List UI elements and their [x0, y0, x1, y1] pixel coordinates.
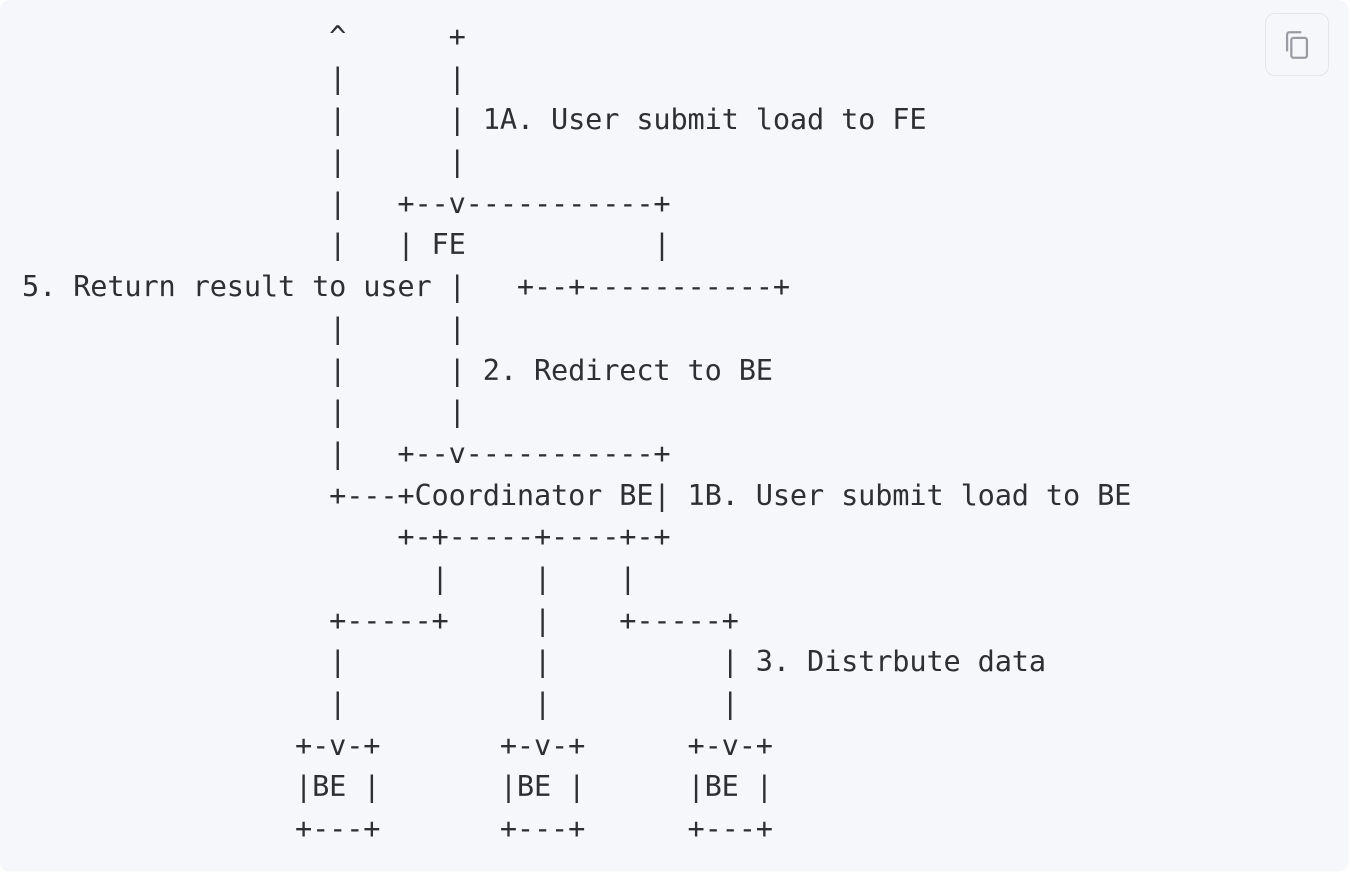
code-line: +-----+ | +-----+	[22, 602, 739, 637]
code-line: | +--v-----------+	[22, 435, 671, 470]
code-line: +-v-+ +-v-+ +-v-+	[22, 727, 773, 762]
code-line: | | |	[22, 560, 637, 595]
copy-icon	[1280, 28, 1314, 62]
code-line: 5. Return result to user | +--+---------…	[22, 269, 790, 304]
code-line: | | |	[22, 686, 739, 720]
copy-button[interactable]	[1265, 13, 1329, 76]
code-line: |BE | |BE | |BE |	[22, 769, 773, 804]
code-line: | | FE |	[22, 227, 671, 262]
code-line: +-+-----+----+-+	[22, 519, 671, 554]
code-line: | | | 3. Distrbute data	[22, 644, 1046, 679]
code-line: +---+Coordinator BE| 1B. User submit loa…	[22, 477, 1132, 512]
code-line: | +--v-----------+	[22, 185, 671, 220]
code-line: ^ +	[22, 19, 466, 53]
code-line: | |	[22, 60, 466, 95]
code-line: | |	[22, 144, 466, 179]
code-line: +---+ +---+ +---+	[22, 811, 773, 846]
code-content: ^ + | | | | 1A. User submit load to FE |…	[22, 16, 1131, 850]
code-line: | |	[22, 310, 466, 345]
code-line: | | 2. Redirect to BE	[22, 352, 773, 387]
code-line: | | 1A. User submit load to FE	[22, 102, 927, 137]
code-line: | |	[22, 394, 466, 429]
